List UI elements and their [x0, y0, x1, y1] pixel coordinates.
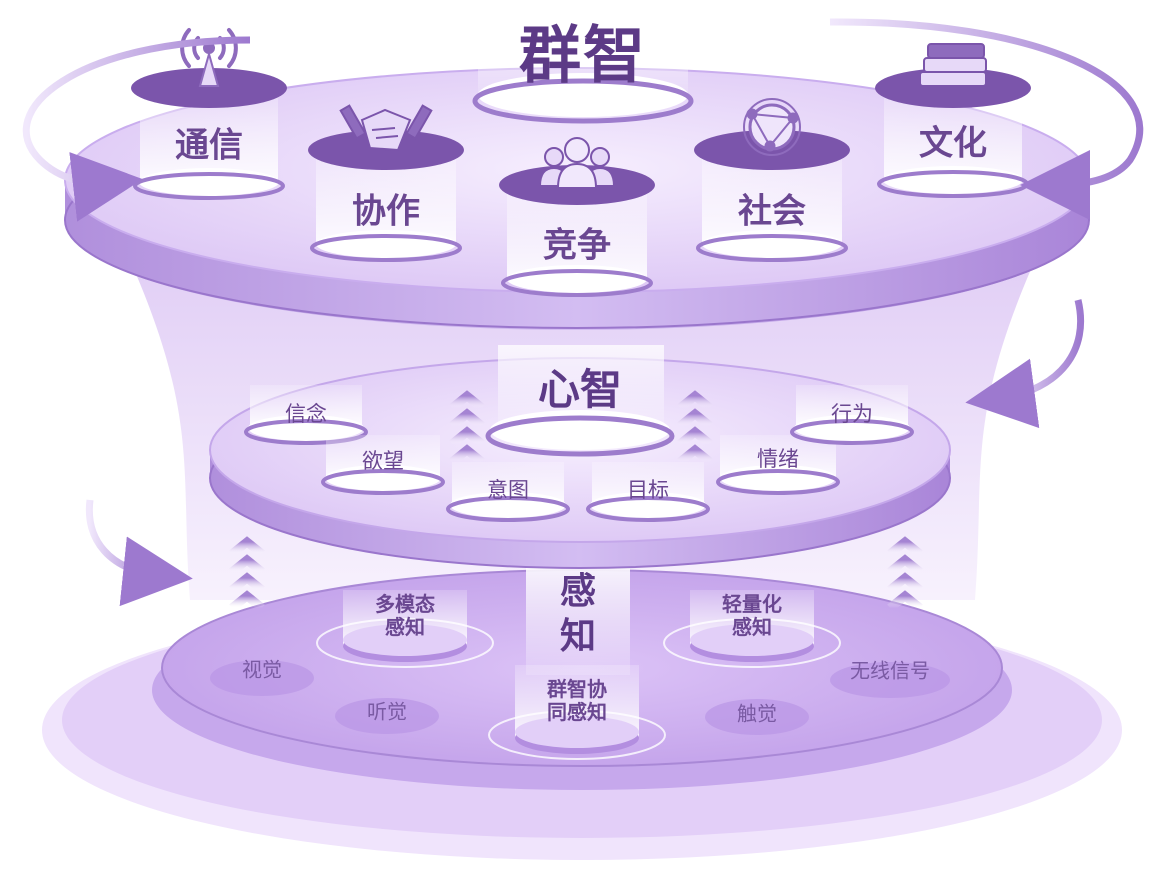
- sense-wireless-signal: 无线信号: [850, 658, 930, 683]
- perception-node-lightweight-line-2: 感知: [732, 615, 772, 639]
- swarm-node-collaboration: 协作: [352, 191, 420, 232]
- mind-center-beam: [485, 345, 675, 457]
- perception-node-lightweight-line-1: 轻量化: [722, 592, 782, 616]
- perception-node-multimodal: 多模态 感知: [375, 593, 435, 639]
- sense-touch: 触觉: [737, 701, 777, 726]
- perception-center-beam: [526, 555, 630, 675]
- cycle-arrow-bottom-left: [85, 499, 193, 607]
- signal-tower-icon: [180, 28, 238, 87]
- cycle-arrow-left: [22, 36, 251, 222]
- people-group-icon: [538, 137, 616, 189]
- mind-node-behavior: 行为: [831, 401, 873, 426]
- cycle-arrow-mid-right: [965, 299, 1085, 429]
- perception-node-lightweight: 轻量化 感知: [722, 593, 782, 639]
- perception-node-swarm-collab-line-1: 群智协: [547, 677, 607, 701]
- mind-pillars: [244, 385, 914, 522]
- swarm-node-competition: 竞争: [543, 225, 611, 266]
- mind-node-belief: 信念: [285, 401, 327, 426]
- perception-node-swarm-collab-line-2: 同感知: [547, 700, 607, 724]
- perception-node-swarm-collab: 群智协 同感知: [547, 678, 607, 724]
- perception-node-multimodal-line-1: 多模态: [375, 592, 435, 616]
- swarm-node-communication: 通信: [175, 125, 243, 166]
- mind-layer-title: 心智: [537, 364, 623, 414]
- perception-node-multimodal-line-2: 感知: [385, 615, 425, 639]
- sense-vision: 视觉: [242, 657, 282, 682]
- globe-network-icon: [743, 98, 801, 156]
- swarm-node-society: 社会: [738, 191, 806, 232]
- mind-node-emotion: 情绪: [757, 446, 799, 471]
- cycle-arrow-right: [829, 18, 1144, 220]
- swarm-pillars: [131, 25, 1031, 297]
- handshake-icon: [339, 104, 433, 152]
- perception-title-char-2: 知: [559, 616, 597, 657]
- mind-node-desire: 欲望: [362, 448, 404, 473]
- book-stack-icon: [919, 43, 987, 87]
- mind-node-intention: 意图: [487, 477, 529, 502]
- perception-pillars: [316, 590, 841, 760]
- upward-chevrons: [229, 390, 923, 612]
- swarm-node-culture: 文化: [919, 123, 987, 164]
- sense-hearing: 听觉: [367, 699, 407, 724]
- perception-layer-title: 感 知: [560, 569, 596, 659]
- mind-node-goal: 目标: [627, 477, 669, 502]
- sense-spots: [210, 660, 950, 735]
- perception-title-char-1: 感: [559, 571, 597, 612]
- swarm-layer-title: 群智: [518, 18, 648, 92]
